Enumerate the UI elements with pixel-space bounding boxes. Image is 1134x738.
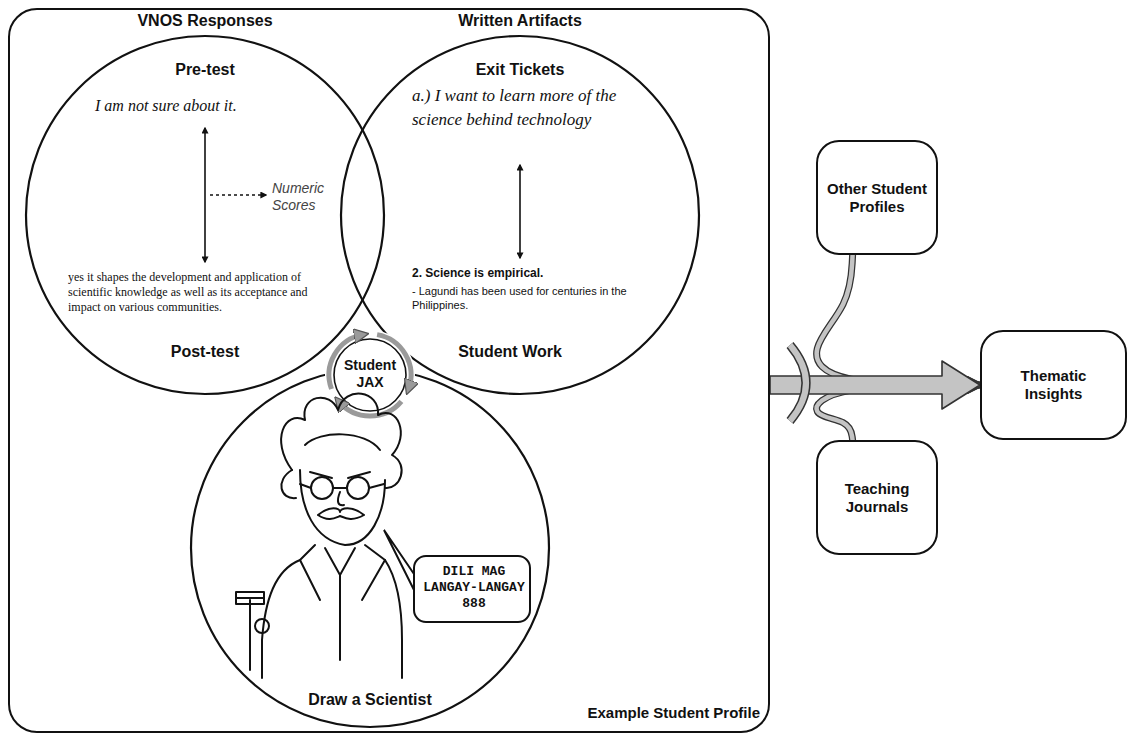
annotation: Numeric Scores [272, 180, 338, 214]
merge-bracket [790, 345, 806, 421]
profile-panel: VNOS ResponsesPre-testPost-test Written A… [8, 8, 770, 733]
node-label: Student JAX [330, 357, 410, 391]
node-label: Written Artifacts [420, 11, 620, 30]
student-note: - Lagundi has been used for centuries in… [412, 284, 662, 312]
node-label: VNOS Responses [105, 11, 305, 30]
cycle-ring [329, 335, 411, 416]
source-box: Other Student Profiles [816, 140, 938, 255]
node-outline [190, 368, 550, 728]
node-label: Teaching Journals [826, 480, 928, 516]
node-label: Student Work [440, 342, 580, 361]
node-label: Thematic Insights [990, 367, 1117, 403]
speech-text: DILI MAG LANGAY-LANGAY 888 [420, 564, 528, 612]
double-arrow [205, 128, 520, 262]
dotted-arrow [210, 194, 266, 196]
source-box: Teaching Journals [816, 440, 938, 555]
handwritten-answer: I am not sure about it. [95, 96, 325, 115]
node-label: Example Student Profile [560, 704, 760, 722]
flow-connector [770, 361, 980, 409]
student-note: 2. Science is empirical. [412, 266, 652, 281]
flow-connector [817, 255, 980, 385]
drawing-circle: Draw a Scientist [190, 368, 550, 728]
node-label: Draw a Scientist [290, 690, 450, 709]
result-box: Thematic Insights [980, 330, 1127, 440]
vnos-circle: VNOS ResponsesPre-testPost-test [25, 35, 385, 395]
student-circle: Student JAX [324, 329, 416, 421]
scientist-drawing [236, 394, 402, 678]
node-outline [25, 35, 385, 395]
speech-bubble [384, 530, 530, 622]
node-label: Pre-test [145, 60, 265, 79]
node-label: Post-test [145, 342, 265, 361]
node-label: Other Student Profiles [826, 180, 928, 216]
handwritten-answer: a.) I want to learn more of the science … [412, 84, 634, 132]
node-label: Exit Tickets [460, 60, 580, 79]
handwritten-answer: yes it shapes the development and applic… [68, 270, 340, 315]
